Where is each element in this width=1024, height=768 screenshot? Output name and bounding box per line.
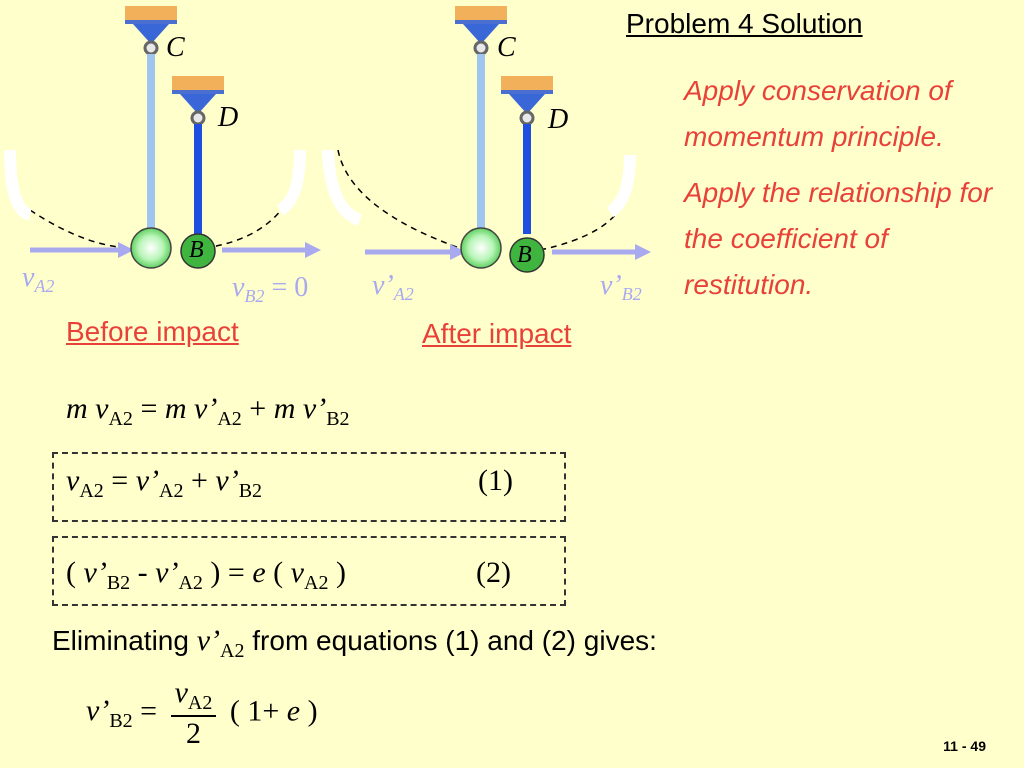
ball-a bbox=[130, 227, 172, 269]
rod-a bbox=[147, 54, 155, 232]
equation-2: ( v’B2 - v’A2 ) = e ( vA2 ) bbox=[66, 556, 346, 594]
equation-1-box bbox=[52, 452, 566, 522]
velocity-b2-after: v’B2 bbox=[600, 270, 642, 304]
before-impact-diagram bbox=[4, 6, 321, 269]
label-b-before: B bbox=[189, 237, 204, 263]
equation-2-box bbox=[52, 536, 566, 606]
velocity-b2-before: vB2 = 0 bbox=[232, 272, 309, 306]
velocity-a2-after: v’A2 bbox=[372, 270, 414, 304]
pendulum-diagram bbox=[4, 6, 651, 273]
label-b-after: B bbox=[517, 242, 532, 268]
velocity-a2-before: vA2 bbox=[22, 262, 55, 296]
label-c-before: C bbox=[166, 32, 185, 63]
label-d-after: D bbox=[548, 104, 569, 135]
ball-b bbox=[180, 233, 216, 269]
page-number: 11 - 49 bbox=[943, 738, 986, 754]
after-impact-diagram bbox=[322, 6, 651, 273]
equation-1: vA2 = v’A2 + v’B2 bbox=[66, 464, 263, 502]
support-d bbox=[172, 76, 224, 90]
rod-b bbox=[194, 124, 202, 234]
equation-momentum: m vA2 = m v’A2 + m v’B2 bbox=[66, 392, 350, 430]
equation-1-tag: (1) bbox=[478, 464, 513, 497]
equation-2-tag: (2) bbox=[476, 556, 511, 589]
eliminating-sentence: Eliminating v’A2 from equations (1) and … bbox=[52, 624, 657, 662]
caption-after-impact: After impact bbox=[422, 318, 572, 349]
note-momentum: Apply conservation of momentum principle… bbox=[684, 75, 952, 152]
label-c-after: C bbox=[497, 32, 516, 63]
caption-before-impact: Before impact bbox=[66, 316, 239, 347]
note-restitution: Apply the relationship for the coefficie… bbox=[684, 177, 993, 300]
slide-title: Problem 4 Solution bbox=[626, 8, 863, 39]
label-d-before: D bbox=[218, 102, 239, 133]
support-c bbox=[125, 6, 177, 20]
